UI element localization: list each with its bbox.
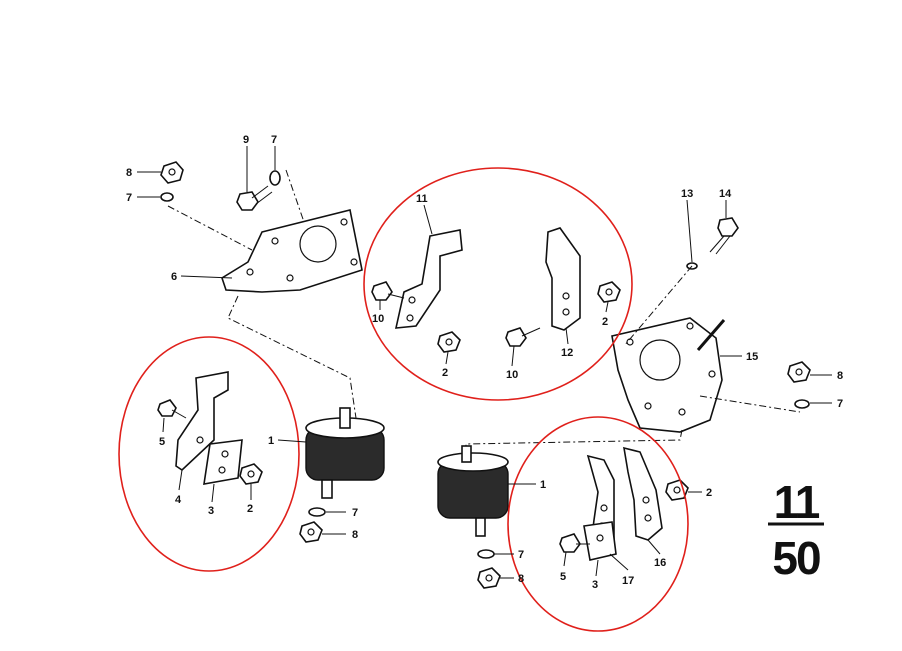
- engine-bracket-right: [611, 317, 723, 433]
- callout-7-left-mount: 7: [352, 507, 358, 519]
- callout-7-right: 7: [837, 398, 843, 410]
- washer-7-top-left: [160, 192, 174, 202]
- rubber-mount-1-right: [437, 445, 509, 537]
- assembly-line-left-3: [227, 295, 357, 419]
- page-number-top: 11: [774, 476, 820, 528]
- callout-16: 16: [654, 557, 666, 569]
- callout-7-right-mount: 7: [518, 549, 524, 561]
- nut-2-center-right: [597, 281, 621, 303]
- washer-7-top: [269, 170, 281, 186]
- callout-6: 6: [171, 271, 177, 283]
- nut-2-center-left: [437, 331, 461, 353]
- assembly-line-right-2: [699, 395, 801, 413]
- highlight-circle-bottom-right: [507, 416, 689, 632]
- nut-8-top-left: [160, 161, 184, 184]
- callout-1-right: 1: [540, 479, 546, 491]
- assembly-line-right-1: [623, 265, 693, 347]
- bolt-9: [236, 185, 273, 211]
- callout-13: 13: [681, 188, 693, 200]
- callout-8-top-left: 8: [126, 167, 132, 179]
- callout-7-top-left: 7: [126, 192, 132, 204]
- plate-3-left: [203, 439, 243, 485]
- assembly-line-left-1: [167, 205, 253, 251]
- callout-17: 17: [622, 575, 634, 587]
- callout-14: 14: [719, 188, 732, 200]
- callout-1-left: 1: [268, 435, 274, 447]
- assembly-line-left-2: [285, 169, 305, 223]
- nut-8-right: [787, 361, 811, 383]
- callout-8-left-mount: 8: [352, 529, 358, 541]
- bolt-5-left: [157, 399, 187, 419]
- callout-3-left: 3: [208, 505, 214, 517]
- callout-2-center-left: 2: [442, 367, 448, 379]
- callout-3-right: 3: [592, 579, 598, 591]
- page-number-bottom: 50: [772, 532, 820, 584]
- bolt-10-right: [505, 327, 541, 347]
- nut-8-left-mount: [299, 521, 323, 543]
- callout-10-left: 10: [372, 313, 384, 325]
- callout-4: 4: [175, 494, 182, 506]
- bolt-10-left: [371, 281, 405, 301]
- callout-9: 9: [243, 134, 249, 146]
- bracket-11: [394, 229, 463, 329]
- nut-8-right-mount: [477, 567, 501, 589]
- callout-2-right: 2: [706, 487, 712, 499]
- bracket-12: [545, 227, 581, 331]
- strap-16: [623, 446, 663, 541]
- bolt-14: [709, 217, 739, 255]
- highlight-circle-top-center: [363, 167, 633, 401]
- nut-2-left: [239, 463, 263, 485]
- highlight-circle-left: [118, 336, 300, 572]
- callout-2-left: 2: [247, 503, 253, 515]
- callout-5-right: 5: [560, 571, 566, 583]
- callout-10-right: 10: [506, 369, 518, 381]
- washer-7-left-mount: [308, 507, 326, 517]
- strap-4: [175, 371, 229, 472]
- callout-5-left: 5: [159, 436, 165, 448]
- washer-7-right: [794, 399, 810, 409]
- callout-15: 15: [746, 351, 758, 363]
- plate-3-right: [583, 521, 617, 561]
- rubber-mount-1-left: [305, 407, 385, 499]
- washer-7-right-mount: [477, 549, 495, 559]
- page-number: 11 50: [768, 476, 824, 584]
- callout-8-right: 8: [837, 370, 843, 382]
- engine-bracket-left: [221, 209, 363, 293]
- assembly-line-right-3: [465, 429, 683, 458]
- callout-2-center-right: 2: [602, 316, 608, 328]
- stud-15: [696, 319, 726, 351]
- bolt-5-right: [559, 533, 590, 553]
- callout-8-right-mount: 8: [518, 573, 524, 585]
- callout-11: 11: [416, 193, 428, 205]
- callout-labels: 8 7 9 7 6 11 10 2 10 12 2 13 14 15 8 7 5…: [126, 134, 843, 591]
- leader-lines: [137, 146, 832, 579]
- callout-12: 12: [561, 347, 573, 359]
- callout-7-top: 7: [271, 134, 277, 146]
